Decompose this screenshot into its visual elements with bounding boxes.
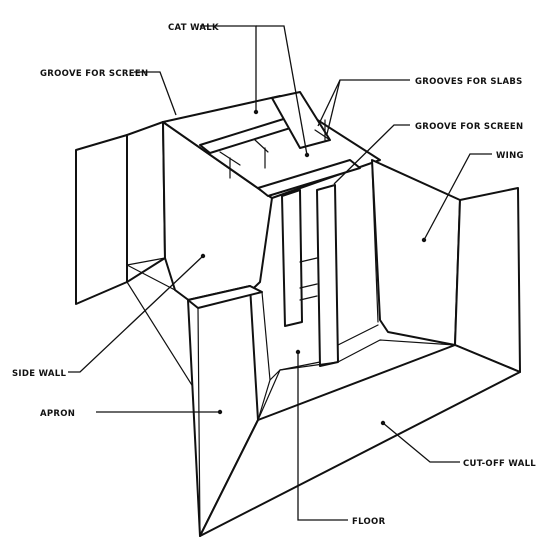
front-wall <box>187 285 521 537</box>
gate-posts <box>279 184 379 371</box>
label-cut-off-wall: CUT-OFF WALL <box>463 459 536 469</box>
label-floor: FLOOR <box>352 517 386 527</box>
label-wing: WING <box>496 151 524 161</box>
label-grooves-for-slabs: GROOVES FOR SLABS <box>415 77 523 87</box>
leader-lines <box>68 25 492 521</box>
label-side-wall: SIDE WALL <box>12 369 66 379</box>
label-groove-for-screen-right: GROOVE FOR SCREEN <box>415 122 523 132</box>
catwalk-deck <box>162 91 381 199</box>
label-groove-for-screen-left: GROOVE FOR SCREEN <box>40 69 148 79</box>
label-cat-walk: CAT WALK <box>168 23 219 33</box>
right-wing-wall <box>371 159 521 373</box>
label-apron: APRON <box>40 409 75 419</box>
labels: CAT WALK GROOVE FOR SCREEN GROOVES FOR S… <box>12 23 536 527</box>
left-wing-wall <box>75 121 166 305</box>
